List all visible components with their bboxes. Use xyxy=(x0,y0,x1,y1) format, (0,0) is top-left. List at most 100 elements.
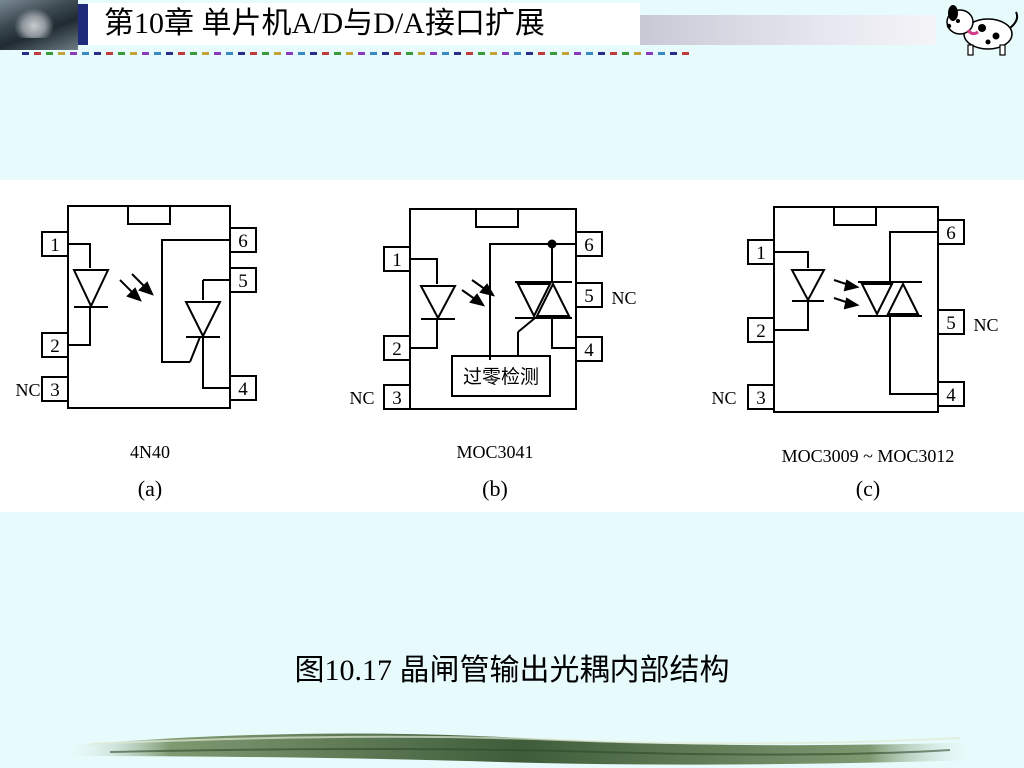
triac-tri-left-c xyxy=(860,283,894,317)
pin-label-5-a: 5 xyxy=(238,271,248,292)
decorative-dot xyxy=(166,52,173,55)
decorative-dot xyxy=(94,52,101,55)
pin-label-5-b: 5 xyxy=(584,286,594,307)
nc-left-label-c: NC xyxy=(711,388,736,408)
decorative-dot xyxy=(634,52,641,55)
decorative-dot xyxy=(190,52,197,55)
nc-right-label-c: NC xyxy=(973,315,998,335)
decorative-dot xyxy=(22,52,29,55)
decorative-dot xyxy=(610,52,617,55)
led-triangle-b xyxy=(419,285,457,321)
triac-gate-b xyxy=(517,317,536,333)
pin-label-3-b: 3 xyxy=(392,388,402,409)
decorative-dot xyxy=(346,52,353,55)
zero-cross-label-b: 过零检测 xyxy=(463,366,539,388)
pin-5-c xyxy=(937,309,965,335)
pin-label-5-c: 5 xyxy=(946,313,956,334)
decorative-dot xyxy=(214,52,221,55)
decorative-dot xyxy=(238,52,245,55)
scr-triangle-a xyxy=(184,301,222,339)
pin-label-4-b: 4 xyxy=(584,340,594,361)
triac-wire-left-b xyxy=(489,243,576,360)
pin-3-c xyxy=(747,384,775,410)
decorative-dot xyxy=(70,52,77,55)
decorative-dot xyxy=(514,52,521,55)
decorative-dot xyxy=(106,52,113,55)
decorative-dot xyxy=(562,52,569,55)
pin-label-1-c: 1 xyxy=(756,243,766,264)
decorative-dot xyxy=(382,52,389,55)
ic-notch-a xyxy=(127,205,171,225)
decorative-dot xyxy=(406,52,413,55)
decorative-dot xyxy=(58,52,65,55)
pin-5-b xyxy=(575,282,603,308)
decorative-dot xyxy=(526,52,533,55)
pin-label-4-c: 4 xyxy=(946,385,956,406)
decorative-dot xyxy=(598,52,605,55)
decorative-dot xyxy=(358,52,365,55)
light-arrows-a xyxy=(119,273,154,302)
decorative-dot xyxy=(310,52,317,55)
pin-label-1-b: 1 xyxy=(392,250,402,271)
pin-label-6-b: 6 xyxy=(584,235,594,256)
light-arrows-b xyxy=(461,279,496,307)
decorative-dot xyxy=(370,52,377,55)
figure-label-b: (b) xyxy=(482,476,508,501)
pin-label-3-c: 3 xyxy=(756,388,766,409)
header-photo-figure xyxy=(14,8,54,38)
decorative-dot xyxy=(670,52,677,55)
decorative-dot xyxy=(682,52,689,55)
decorative-dot xyxy=(298,52,305,55)
nc-left-label-b: NC xyxy=(349,388,374,408)
decorative-dot xyxy=(430,52,437,55)
light-arrows-c xyxy=(833,279,860,310)
decorative-dot xyxy=(478,52,485,55)
decorative-dot xyxy=(334,52,341,55)
scr-gate-a xyxy=(189,336,201,363)
figure-caption: 图10.17 晶闸管输出光耦内部结构 xyxy=(294,654,730,687)
decorative-dot xyxy=(274,52,281,55)
decorative-dot xyxy=(118,52,125,55)
decorative-dot-row xyxy=(22,52,689,55)
decorative-dot xyxy=(322,52,329,55)
triac-tri-left-b xyxy=(516,283,552,319)
led-triangle-a xyxy=(72,269,110,309)
figure-c-moc3009: 1 2 3 4 5 6 NC NC xyxy=(711,206,999,501)
decorative-dot xyxy=(82,52,89,55)
decorative-dot xyxy=(46,52,53,55)
figure-b-moc3041: 1 2 3 4 5 6 NC NC xyxy=(349,208,637,501)
decorative-dot xyxy=(202,52,209,55)
chip-name-c: MOC3009 ~ MOC3012 xyxy=(782,446,955,466)
decorative-dot xyxy=(442,52,449,55)
triac-tri-right-b xyxy=(535,281,571,317)
pin-label-6-a: 6 xyxy=(238,231,248,252)
triac-bottom-lead-b xyxy=(551,318,576,349)
led-wire-bottom-c xyxy=(774,302,809,331)
title-box xyxy=(88,3,640,45)
chip-name-a: 4N40 xyxy=(130,442,170,462)
decorative-dot xyxy=(658,52,665,55)
pin-label-6-c: 6 xyxy=(946,223,956,244)
title-accent-bar xyxy=(78,4,88,45)
zero-cross-box-b xyxy=(451,355,551,397)
optocoupler-diagrams: 1 2 3 4 5 6 NC xyxy=(15,205,999,501)
triac-bottom-lead-c xyxy=(889,316,938,395)
led-wire-top-a xyxy=(68,243,91,268)
chip-name-b: MOC3041 xyxy=(456,442,533,462)
scr-bottom-lead-a xyxy=(202,337,230,389)
led-wire-bottom-b xyxy=(410,320,438,349)
scr-wire-a xyxy=(161,239,230,363)
pin-label-1-a: 1 xyxy=(50,235,60,256)
decorative-dot xyxy=(226,52,233,55)
decorative-dot xyxy=(454,52,461,55)
triac-tri-right-c xyxy=(886,281,920,315)
decorative-dot xyxy=(262,52,269,55)
pin-label-4-a: 4 xyxy=(238,379,248,400)
pin-label-2-b: 2 xyxy=(392,339,402,360)
decorative-dot xyxy=(646,52,653,55)
decorative-dot xyxy=(250,52,257,55)
ic-body-c xyxy=(773,206,939,413)
header-photo xyxy=(0,0,78,50)
ic-notch-c xyxy=(833,206,877,226)
decorative-dot xyxy=(550,52,557,55)
